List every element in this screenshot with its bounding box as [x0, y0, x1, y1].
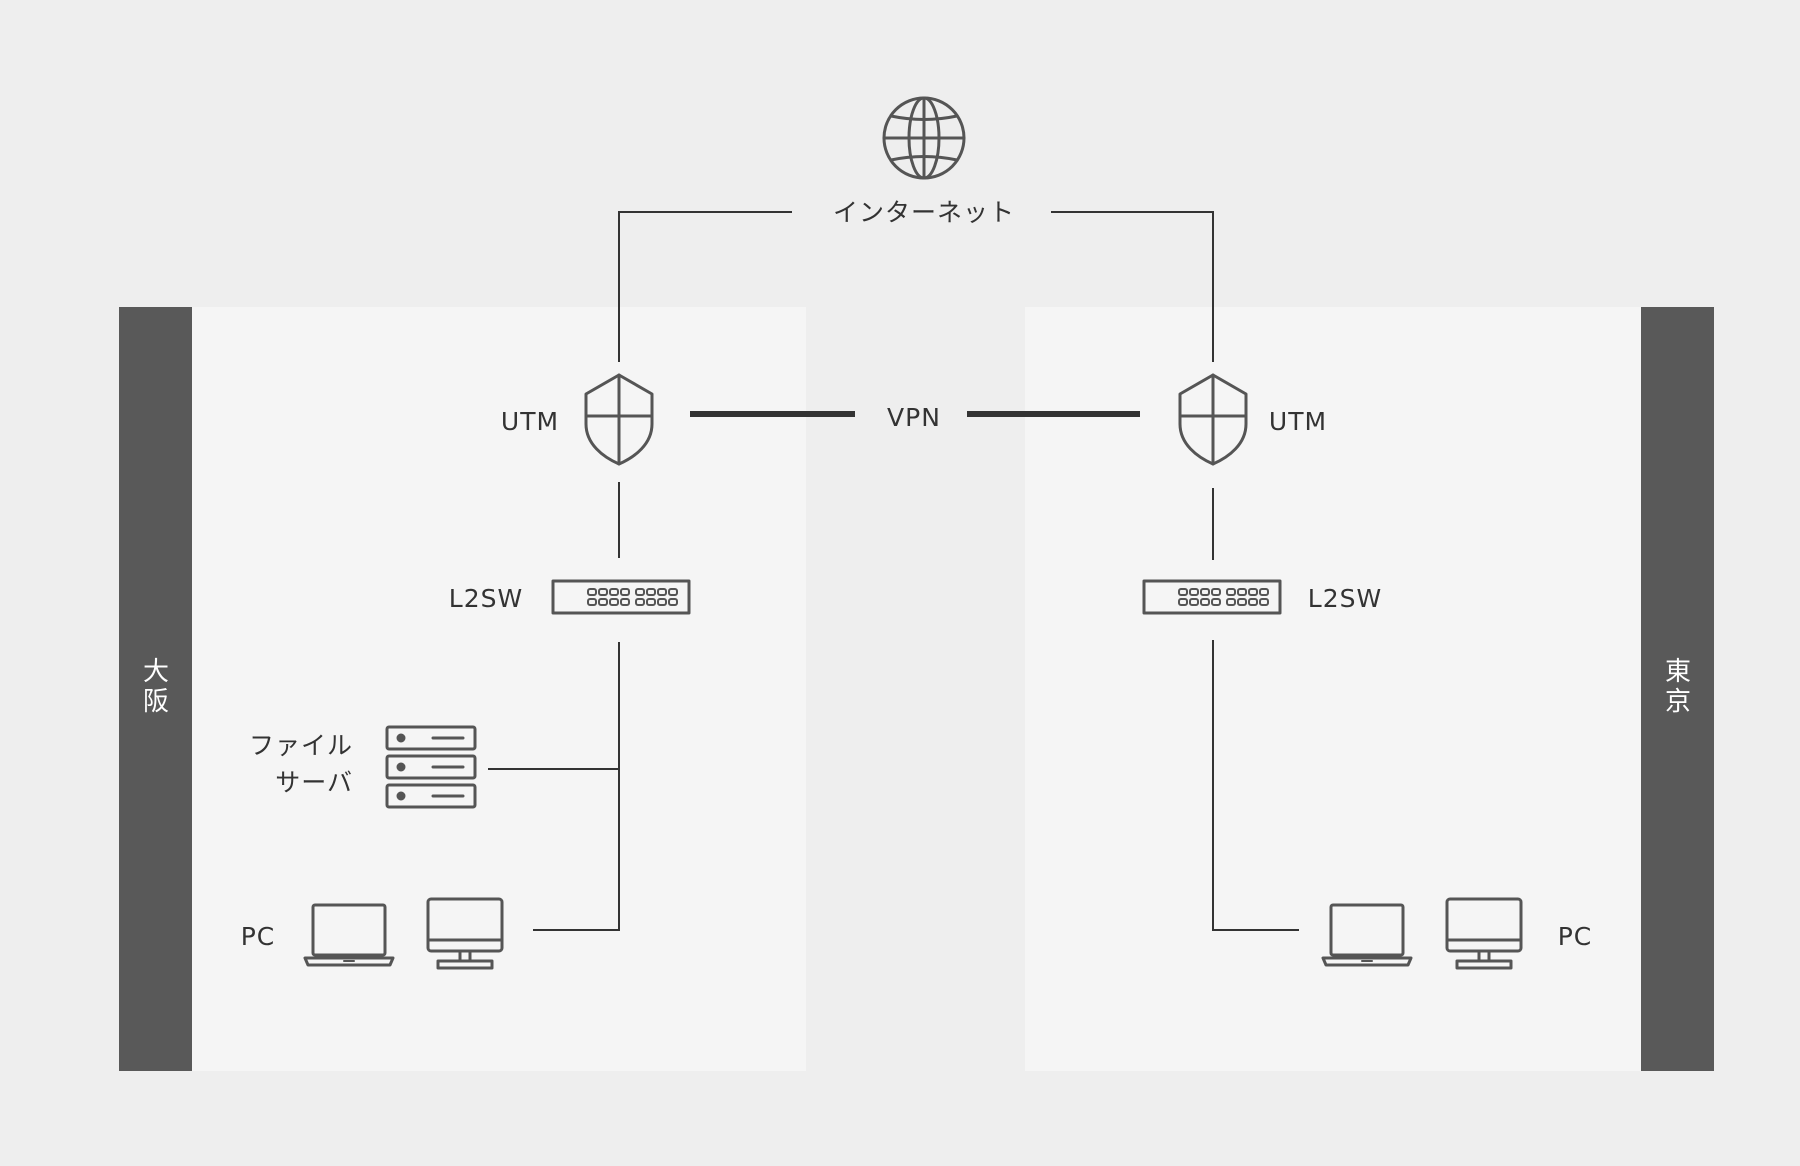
tokyo-utm-label: UTM	[1269, 407, 1327, 436]
tokyo-pc-label: PC	[1558, 922, 1593, 951]
vpn-label: VPN	[887, 403, 941, 432]
osaka-l2sw-label: L2SW	[449, 584, 523, 613]
osaka-site-panel	[119, 307, 806, 1071]
osaka-pc-label: PC	[241, 922, 276, 951]
internet-label: インターネット	[833, 198, 1015, 227]
osaka-server-label: サーバ	[275, 768, 353, 797]
osaka-internet-link	[618, 211, 792, 362]
tokyo-l2sw-label: L2SW	[1308, 584, 1382, 613]
osaka-lan-trunk	[533, 642, 620, 931]
tokyo-site-label: 東	[1665, 657, 1691, 687]
tokyo-site-panel	[1025, 307, 1714, 1071]
tokyo-internet-link	[1051, 211, 1214, 362]
tokyo-lan-trunk	[1212, 640, 1299, 931]
osaka-utm-label: UTM	[501, 407, 559, 436]
osaka-site-label: 阪	[143, 687, 169, 717]
osaka-site-bar	[119, 307, 192, 1071]
globe-icon	[882, 96, 966, 180]
tokyo-site-label: 京	[1665, 687, 1691, 717]
osaka-server-label: ファイル	[249, 731, 353, 760]
tokyo-site-bar	[1641, 307, 1714, 1071]
osaka-site-label: 大	[143, 657, 169, 687]
